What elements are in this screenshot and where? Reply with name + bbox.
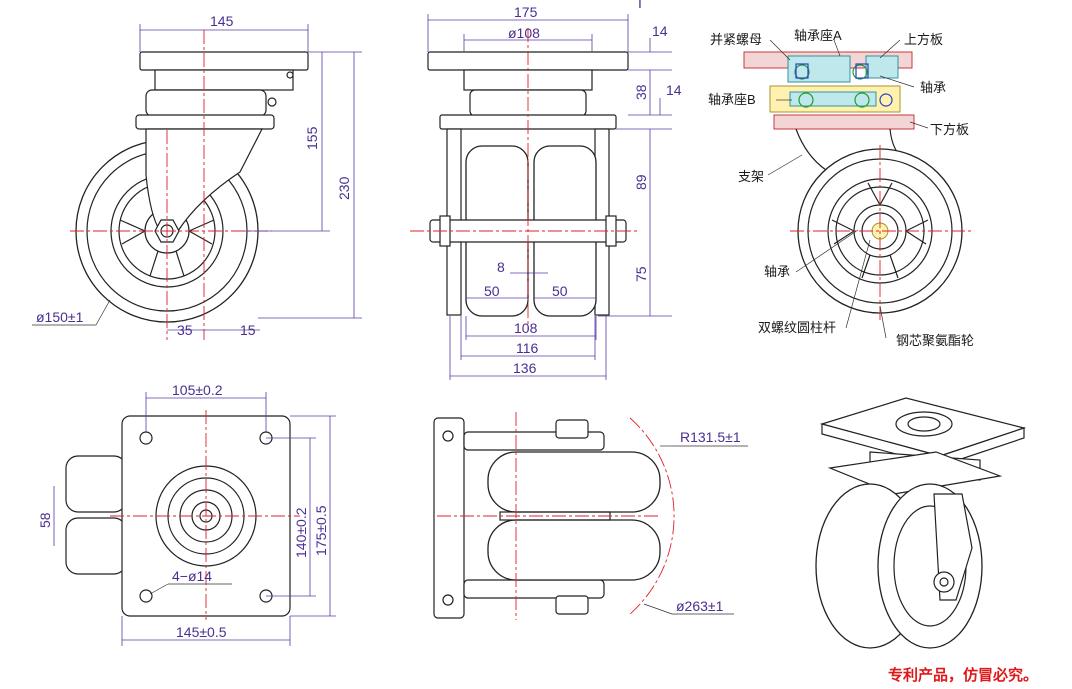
- dim-side-top-width: 145: [210, 13, 234, 29]
- label-bearing-seat-a: 轴承座A: [794, 28, 842, 43]
- dim-front-fork-width: 116: [516, 340, 539, 356]
- label-wheel-type: 钢芯聚氨酯轮: [896, 333, 974, 348]
- dim-front-wheel-width-2: 50: [552, 283, 568, 299]
- dim-side-total-height: 230: [336, 176, 352, 200]
- dim-front-wheel-gap: 8: [497, 259, 505, 275]
- front-view: 175 I ø108 14 38 14 89 75 8 50 50 108: [410, 0, 682, 380]
- label-bracket: 支架: [738, 169, 764, 184]
- section-view: 并紧螺母 轴承座A 上方板 轴承 轴承座B 下方板 支架 轴承 双螺纹圆柱杆 钢…: [708, 28, 974, 348]
- label-wheel-bearing: 轴承: [764, 264, 790, 279]
- dim-side-axle-height: 155: [304, 126, 320, 150]
- dim-swivel-radius: R131.5±1: [680, 429, 741, 445]
- dim-front-bolt-diameter: ø108: [508, 25, 540, 41]
- dim-plan-plate-width: 145±0.5: [176, 624, 227, 640]
- label-bearing-seat-b: 轴承座B: [708, 92, 756, 107]
- title-mark: I: [638, 0, 642, 11]
- label-jam-nut: 并紧螺母: [710, 32, 762, 47]
- plan-view: 105±0.2 58 4−ø14 145±0.5 140±0.2 175±0.5: [37, 382, 336, 646]
- dim-front-axle-down: 75: [633, 266, 649, 282]
- side-view: 145 230 155 ø150±1 35 15: [32, 13, 362, 340]
- patent-notice: 专利产品，仿冒必究。: [888, 666, 1038, 684]
- dim-front-plate-thickness: 14: [652, 23, 668, 39]
- dim-plan-plate-height: 175±0.5: [313, 505, 329, 556]
- dim-plan-hole-spacing-v: 140±0.2: [293, 507, 309, 558]
- isometric-view: [815, 397, 1027, 649]
- dim-front-wheel-width-1: 50: [484, 283, 500, 299]
- dim-plan-wheel-gap: 58: [37, 512, 53, 528]
- dim-front-axle-width: 136: [513, 360, 537, 376]
- dim-front-top-width: 175: [514, 4, 538, 20]
- dim-front-axle-up: 89: [633, 174, 649, 190]
- dim-front-plate-thickness-2: 14: [666, 82, 682, 98]
- dim-side-offset-b: 15: [240, 322, 256, 338]
- dim-side-wheel-diameter: ø150±1: [36, 309, 84, 325]
- dim-front-head-height: 38: [633, 84, 649, 100]
- swing-view: R131.5±1 ø263±1: [433, 412, 748, 620]
- label-stud-bolt: 双螺纹圆柱杆: [758, 320, 836, 335]
- label-bottom-plate: 下方板: [930, 122, 969, 137]
- dim-plan-hole-spacing: 105±0.2: [172, 382, 223, 398]
- dim-side-offset-a: 35: [177, 322, 193, 338]
- dim-front-inner-width: 108: [514, 320, 538, 336]
- dim-swing-diameter: ø263±1: [676, 598, 724, 614]
- label-bearing: 轴承: [920, 80, 946, 95]
- label-top-plate: 上方板: [904, 32, 943, 47]
- dim-plan-holes: 4−ø14: [172, 568, 212, 584]
